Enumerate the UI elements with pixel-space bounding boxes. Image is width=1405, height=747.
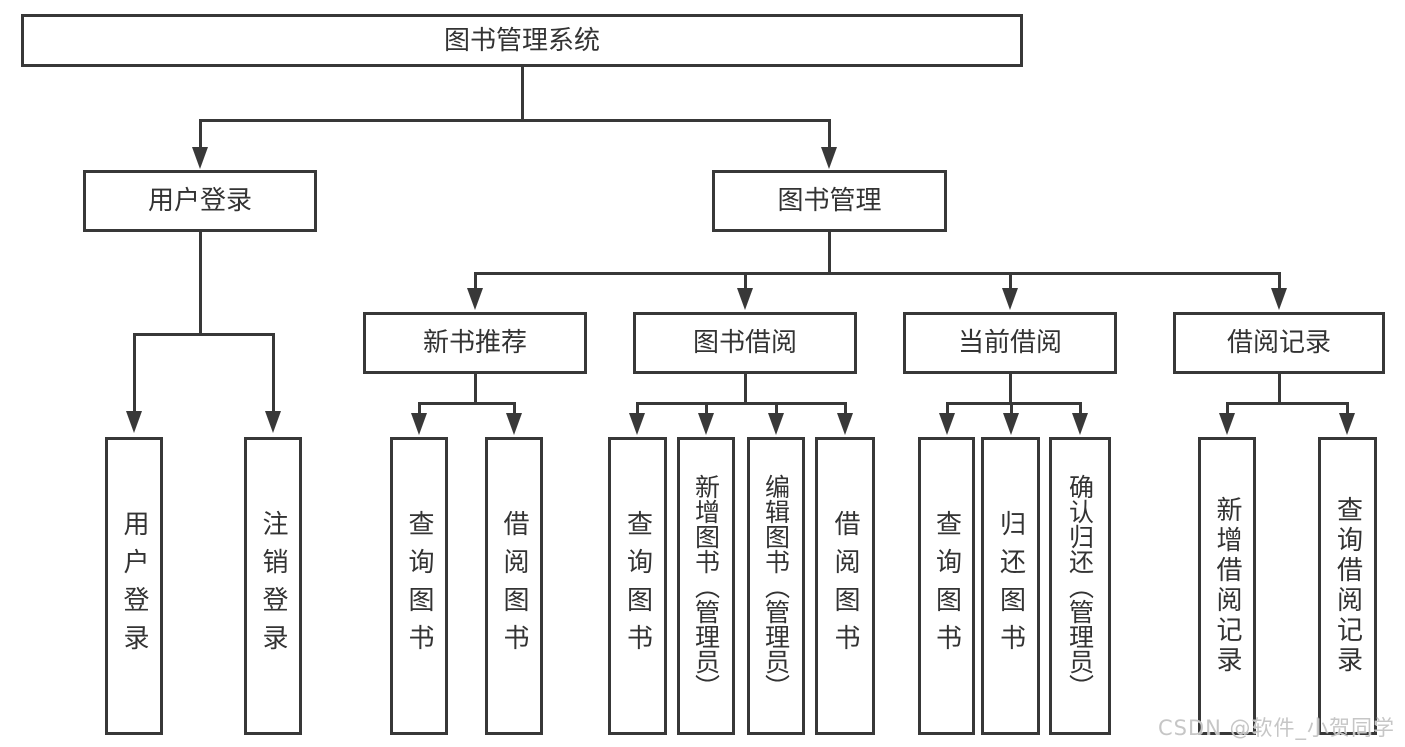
connector-line xyxy=(198,119,831,122)
node-current-borrowing-label: 当前借阅 xyxy=(957,328,1062,358)
leaf-return-books: 归还图书 xyxy=(981,437,1040,735)
connector-line xyxy=(635,402,639,415)
leaf-add-book-admin: 新增图书（管理员） xyxy=(677,437,735,735)
connector-line xyxy=(1008,272,1012,290)
connector-line xyxy=(1225,402,1349,405)
node-book-management: 图书管理 xyxy=(712,170,947,232)
leaf-borrow-books-recommend: 借阅图书 xyxy=(485,437,543,735)
connector-line xyxy=(945,402,949,415)
node-current-borrowing: 当前借阅 xyxy=(903,312,1117,374)
connector-line xyxy=(473,374,477,405)
leaf-confirm-return-admin: 确认归还（管理员） xyxy=(1049,437,1111,735)
leaf-query-books-borrowing-label: 查询图书 xyxy=(622,510,653,662)
connector-line xyxy=(1225,402,1229,415)
leaf-query-books-current: 查询图书 xyxy=(918,437,975,735)
node-book-borrowing: 图书借阅 xyxy=(633,312,857,374)
connector-line xyxy=(1009,402,1013,415)
connector-line xyxy=(473,272,1281,275)
node-user-login: 用户登录 xyxy=(83,170,317,232)
node-new-book-recommend: 新书推荐 xyxy=(363,312,587,374)
arrowhead-icon xyxy=(821,147,837,169)
connector-line xyxy=(704,402,708,415)
arrowhead-icon xyxy=(1072,413,1088,435)
connector-line xyxy=(132,333,136,412)
node-root: 图书管理系统 xyxy=(21,14,1023,67)
leaf-borrow-books: 借阅图书 xyxy=(815,437,875,735)
arrowhead-icon xyxy=(698,413,714,435)
connector-line xyxy=(1008,374,1012,405)
connector-line xyxy=(473,272,477,290)
leaf-query-books-current-label: 查询图书 xyxy=(931,510,962,662)
node-borrow-records-label: 借阅记录 xyxy=(1226,328,1331,358)
leaf-user-login-label: 用户登录 xyxy=(119,510,149,662)
leaf-borrow-books-label: 借阅图书 xyxy=(830,510,860,662)
connector-line xyxy=(635,402,847,405)
leaf-logout-label: 注销登录 xyxy=(258,510,288,662)
leaf-query-books-borrowing: 查询图书 xyxy=(608,437,667,735)
arrowhead-icon xyxy=(411,413,427,435)
leaf-confirm-return-admin-label: 确认归还（管理员） xyxy=(1065,473,1095,699)
connector-line xyxy=(945,402,1082,405)
connector-line xyxy=(198,232,202,336)
arrowhead-icon xyxy=(1219,413,1235,435)
arrowhead-icon xyxy=(1339,413,1355,435)
arrowhead-icon xyxy=(737,288,753,310)
arrowhead-icon xyxy=(1271,288,1287,310)
connector-line xyxy=(198,119,202,148)
connector-line xyxy=(417,402,516,405)
arrowhead-icon xyxy=(837,413,853,435)
arrowhead-icon xyxy=(192,147,208,169)
connector-line xyxy=(774,402,778,415)
connector-line xyxy=(827,119,831,148)
connector-line xyxy=(520,67,524,121)
connector-line xyxy=(1078,402,1082,415)
csdn-watermark: CSDN @软件_小贺同学 xyxy=(1158,716,1396,740)
leaf-borrow-books-recommend-label: 借阅图书 xyxy=(499,510,529,662)
connector-line xyxy=(743,374,747,405)
node-new-book-recommend-label: 新书推荐 xyxy=(422,328,527,358)
connector-line xyxy=(512,402,516,415)
leaf-user-login: 用户登录 xyxy=(105,437,163,735)
arrowhead-icon xyxy=(467,288,483,310)
leaf-add-book-admin-label: 新增图书（管理员） xyxy=(691,473,721,699)
leaf-query-borrow-record-label: 查询借阅记录 xyxy=(1332,496,1363,676)
connector-line xyxy=(843,402,847,415)
arrowhead-icon xyxy=(768,413,784,435)
connector-line xyxy=(132,333,275,336)
connector-line xyxy=(743,272,747,290)
connector-line xyxy=(1345,402,1349,415)
node-book-management-label: 图书管理 xyxy=(777,186,882,216)
arrowhead-icon xyxy=(126,411,142,433)
leaf-return-books-label: 归还图书 xyxy=(995,510,1026,662)
leaf-add-borrow-record: 新增借阅记录 xyxy=(1198,437,1256,735)
leaf-query-borrow-record: 查询借阅记录 xyxy=(1318,437,1377,735)
connector-line xyxy=(417,402,421,415)
leaf-edit-book-admin-label: 编辑图书（管理员） xyxy=(761,473,791,699)
leaf-add-borrow-record-label: 新增借阅记录 xyxy=(1212,496,1242,676)
node-borrow-records: 借阅记录 xyxy=(1173,312,1385,374)
arrowhead-icon xyxy=(265,411,281,433)
leaf-edit-book-admin: 编辑图书（管理员） xyxy=(747,437,805,735)
node-user-login-label: 用户登录 xyxy=(147,186,252,216)
node-book-borrowing-label: 图书借阅 xyxy=(692,328,797,358)
arrowhead-icon xyxy=(939,413,955,435)
leaf-logout: 注销登录 xyxy=(244,437,302,735)
connector-line xyxy=(1277,272,1281,290)
leaf-query-books-recommend: 查询图书 xyxy=(390,437,448,735)
connector-line xyxy=(1277,374,1281,405)
node-root-label: 图书管理系统 xyxy=(443,25,600,56)
connector-line xyxy=(827,232,831,275)
connector-line xyxy=(271,333,275,412)
arrowhead-icon xyxy=(506,413,522,435)
arrowhead-icon xyxy=(629,413,645,435)
arrowhead-icon xyxy=(1003,413,1019,435)
arrowhead-icon xyxy=(1002,288,1018,310)
leaf-query-books-recommend-label: 查询图书 xyxy=(404,510,434,662)
